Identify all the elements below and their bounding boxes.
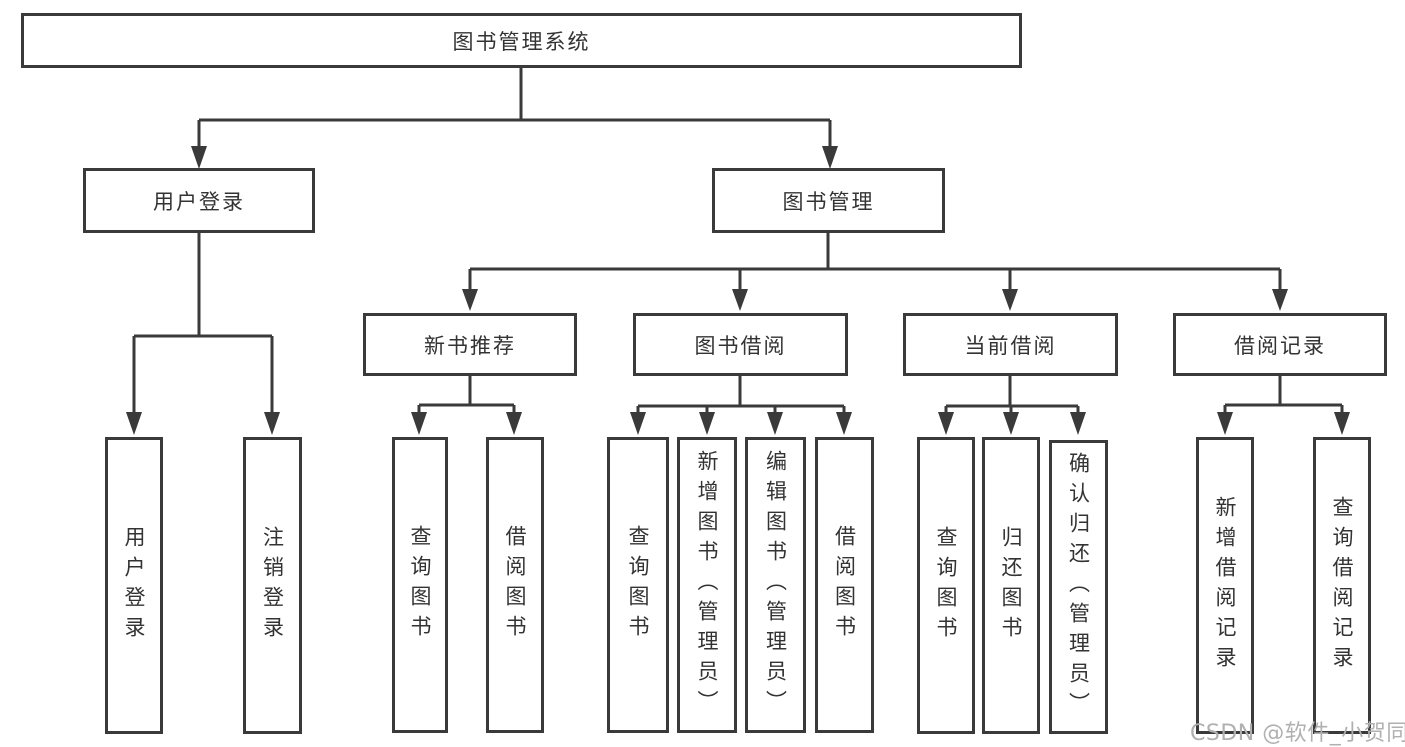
node-label: 用户登录: [122, 525, 146, 646]
node-book-borrowing: 图书借阅: [633, 313, 848, 376]
node-borrowing-records: 借阅记录: [1173, 313, 1387, 376]
node-label: 查询图书: [626, 525, 650, 645]
node-label: 新增借阅记录: [1213, 495, 1237, 676]
node-label: 借阅图书: [503, 525, 527, 645]
node-query-books-leaf: 查询图书: [392, 437, 448, 733]
node-user-login-branch: 用户登录: [83, 168, 315, 233]
node-add-books-admin-leaf: 新增图书（管理员）: [677, 437, 737, 733]
node-query-borrow-record-leaf: 查询借阅记录: [1313, 437, 1371, 734]
node-label: 借阅图书: [832, 525, 857, 645]
node-current-borrowing: 当前借阅: [903, 313, 1118, 376]
node-borrow-books-leaf: 借阅图书: [815, 437, 874, 733]
node-label: 归还图书: [999, 525, 1023, 646]
node-query-books-leaf: 查询图书: [917, 437, 975, 734]
node-label: 确认归还（管理员）: [1066, 452, 1091, 722]
node-edit-books-admin-leaf: 编辑图书（管理员）: [745, 437, 806, 733]
csdn-watermark: CSDN @软件_小贺同学: [1190, 721, 1405, 746]
node-label: 新增图书（管理员）: [695, 450, 719, 720]
node-label: 查询图书: [934, 525, 958, 646]
node-return-books-leaf: 归还图书: [982, 437, 1040, 734]
node-confirm-return-admin-leaf: 确认归还（管理员）: [1049, 440, 1108, 734]
node-new-book-recommendation: 新书推荐: [363, 313, 577, 376]
node-label: 编辑图书（管理员）: [763, 450, 788, 720]
node-user-login-leaf: 用户登录: [105, 437, 163, 734]
arrowheads: [126, 146, 1350, 435]
node-root-library-management-system: 图书管理系统: [21, 13, 1022, 68]
node-query-books-leaf: 查询图书: [607, 437, 669, 733]
tree-wires: [132, 68, 1344, 414]
node-add-borrow-record-leaf: 新增借阅记录: [1196, 437, 1254, 734]
node-logout-leaf: 注销登录: [243, 437, 302, 734]
node-label: 注销登录: [260, 525, 285, 646]
node-label: 查询图书: [408, 525, 432, 645]
node-book-management-branch: 图书管理: [712, 168, 945, 233]
node-label: 查询借阅记录: [1330, 495, 1354, 676]
node-borrow-books-leaf: 借阅图书: [486, 437, 544, 733]
